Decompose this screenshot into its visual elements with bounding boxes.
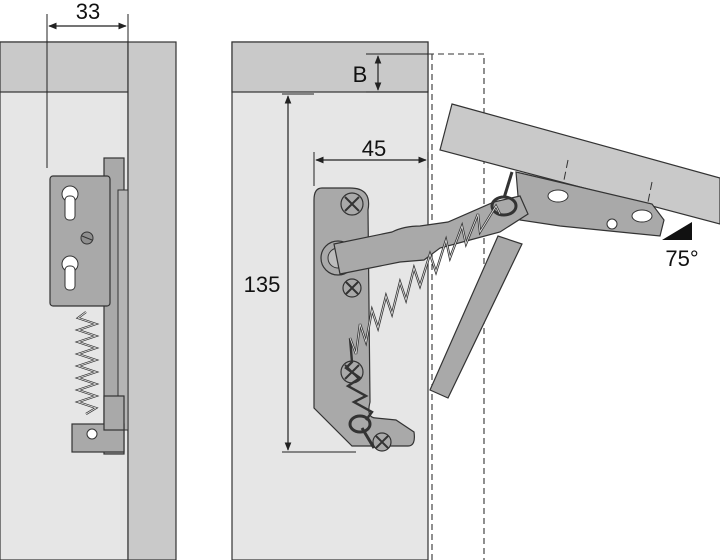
dimension-label-33: 33 <box>76 0 100 24</box>
side-top-panel <box>0 41 129 93</box>
side-mounting-plate <box>49 175 111 307</box>
screw <box>340 192 364 216</box>
screw <box>342 278 362 298</box>
lower-link <box>429 235 523 399</box>
front-top-panel <box>231 41 429 93</box>
dimension-label-b: B <box>353 62 368 87</box>
lid-bracket <box>515 171 665 237</box>
angle-arrow <box>662 222 692 240</box>
closed-lid-outline <box>428 53 485 560</box>
side-frame <box>127 41 177 560</box>
screw <box>372 432 392 452</box>
spring-hook-lower <box>348 414 372 434</box>
angle-label: 75° <box>665 246 698 271</box>
dimension-label-135: 135 <box>244 272 281 297</box>
front-view: B 45 135 75° <box>231 41 720 560</box>
dimension-label-45: 45 <box>362 136 386 161</box>
side-view: 33 <box>0 0 177 560</box>
keyhole-slot <box>61 255 79 291</box>
keyhole-slot <box>61 185 79 221</box>
lid-arm <box>333 195 529 275</box>
